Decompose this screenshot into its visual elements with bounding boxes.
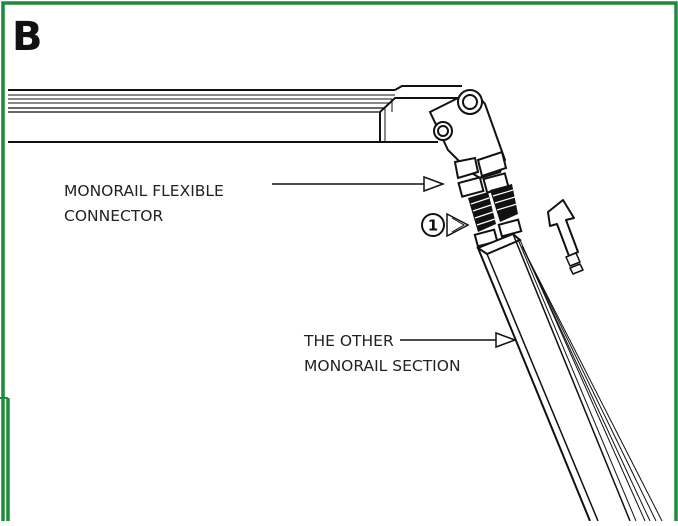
section-label-line1: THE OTHER [303,332,394,350]
panel-letter: B [12,14,43,60]
monorail-flexible-connector [428,89,510,198]
connector-label-line1: MONORAIL FLEXIBLE [64,182,224,200]
monorail-horizontal-section [8,85,462,143]
section-label-line2: MONORAIL SECTION [304,357,461,375]
connector-label-line2: CONNECTOR [64,207,163,225]
connector-leader-arrow [272,175,446,193]
step-number: 1 [428,217,438,235]
push-up-arrow-icon [547,199,584,275]
monorail-other-section [475,232,663,522]
step-1-marker: 1 [421,212,470,238]
section-leader-arrow [400,331,518,349]
